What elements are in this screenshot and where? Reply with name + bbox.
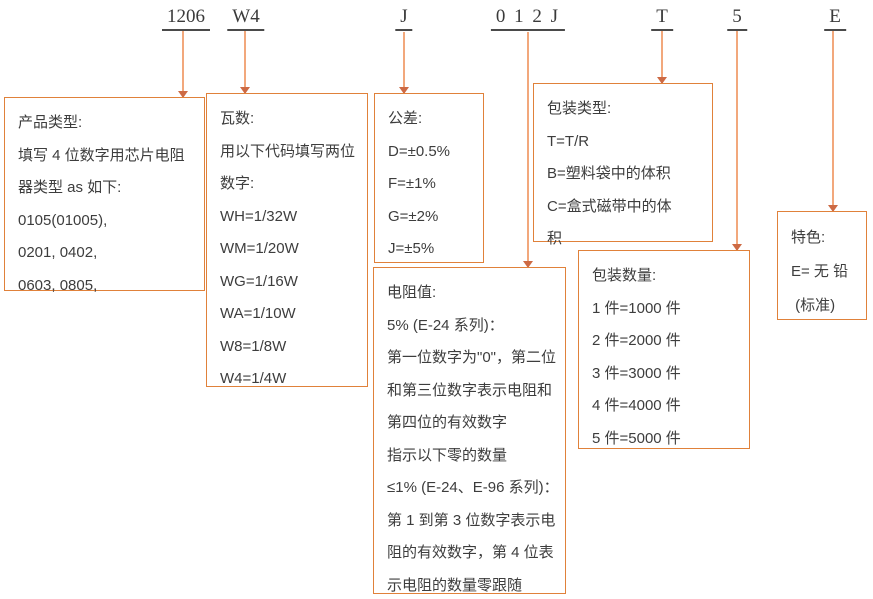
box-line: 第一位数字为"0"，第二位 — [387, 349, 556, 366]
packaging-type-box: 包装类型: T=T/R B=塑料袋中的体积 C=盒式磁带中的体 积 — [533, 83, 713, 247]
arrow-down-icon — [657, 77, 667, 84]
code-resistance-value: 0 1 2 J — [490, 6, 566, 31]
box-line: 1 件=1000 件 — [592, 299, 681, 317]
box-line: 5% (E-24 系列)： — [387, 316, 504, 334]
box-line: 示电阻的数量零跟随 — [387, 576, 523, 594]
box-line: D=±0.5% — [388, 142, 451, 160]
arrow-down-icon — [240, 87, 250, 94]
arrow-down-icon — [178, 91, 188, 98]
arrow-down-icon — [828, 205, 838, 212]
code-tolerance: J — [395, 6, 413, 31]
wattage-box: 瓦数: 用以下代码填写两位 数字: WH=1/32W WM=1/20W WG=1… — [206, 93, 368, 387]
box-line: 器类型 as 如下: — [18, 179, 122, 196]
box-line: WH=1/32W — [220, 207, 298, 225]
connector-feature-line — [828, 31, 838, 212]
box-line: 第四位的有效数字 — [387, 414, 508, 431]
connector-tolerance-line — [399, 32, 409, 94]
box-line: 和第三位数字表示电阻和 — [387, 381, 553, 399]
code-feature: E — [824, 6, 846, 31]
box-line: 4 件=4000 件 — [592, 397, 681, 414]
arrow-down-icon — [399, 87, 409, 94]
connector-size-line — [178, 31, 188, 98]
box-title: 产品类型: — [18, 114, 83, 131]
box-title: 包装数量: — [592, 267, 657, 284]
code-size: 1206 — [162, 6, 210, 31]
box-line: WA=1/10W — [220, 305, 296, 322]
box-line: WG=1/16W — [220, 272, 298, 290]
box-line: 2 件=2000 件 — [592, 332, 681, 349]
resistance-value-box: 电阻值: 5% (E-24 系列)： 第一位数字为"0"，第二位 和第三位数字表… — [373, 267, 566, 594]
box-line: T=T/R — [547, 132, 590, 150]
tolerance-box: 公差: D=±0.5% F=±1% G=±2% J=±5% — [374, 93, 484, 263]
box-line: 积 — [547, 230, 563, 247]
box-line: B=塑料袋中的体积 — [547, 165, 671, 182]
box-title: 公差: — [388, 110, 423, 127]
box-title: 包装类型: — [547, 100, 612, 117]
box-line: 第 1 到第 3 位数字表示电 — [387, 511, 556, 529]
connector-resistance-line — [523, 32, 533, 268]
box-title: 瓦数: — [220, 110, 255, 127]
code-wattage: W4 — [227, 6, 265, 31]
box-line: (标准) — [791, 297, 836, 314]
box-line: C=盒式磁带中的体 — [547, 197, 672, 215]
code-packaging-quantity: 5 — [727, 6, 747, 31]
product-type-box: 产品类型: 填写 4 位数字用芯片电阻 器类型 as 如下: 0105(0100… — [4, 97, 205, 294]
arrow-down-icon — [732, 244, 742, 251]
connector-wattage-line — [240, 31, 250, 94]
box-line: 3 件=3000 件 — [592, 364, 681, 382]
box-line: F=±1% — [388, 175, 436, 192]
box-line: J=±5% — [388, 240, 435, 257]
box-line: 数字: — [220, 175, 255, 192]
box-line: E= 无 铅 — [791, 263, 849, 280]
box-title: 特色: — [791, 229, 826, 246]
connector-packaging-type-line — [657, 31, 667, 84]
connector-packaging-quantity-line — [732, 31, 742, 251]
box-line: 5 件=5000 件 — [592, 429, 681, 447]
box-line: 阻的有效数字，第 4 位表 — [387, 544, 554, 561]
box-line: ≤1% (E-24、E-96 系列)： — [387, 479, 559, 496]
box-line: 指示以下零的数量 — [387, 446, 508, 464]
feature-box: 特色: E= 无 铅 (标准) — [777, 211, 867, 320]
packaging-quantity-box: 包装数量: 1 件=1000 件 2 件=2000 件 3 件=3000 件 4… — [578, 250, 750, 449]
box-line: G=±2% — [388, 207, 439, 225]
box-line: W8=1/8W — [220, 337, 287, 355]
box-line: 0105(01005), — [18, 211, 108, 229]
code-packaging-type: T — [651, 6, 673, 31]
box-line: 用以下代码填写两位 — [220, 142, 356, 160]
box-line: 0201, 0402, — [18, 244, 98, 261]
box-line: 0603, 0805, — [18, 276, 98, 294]
arrow-down-icon — [523, 261, 533, 268]
box-line: W4=1/4W — [220, 370, 287, 387]
box-line: WM=1/20W — [220, 240, 299, 257]
box-line: 填写 4 位数字用芯片电阻 — [18, 146, 185, 164]
box-title: 电阻值: — [387, 284, 437, 301]
